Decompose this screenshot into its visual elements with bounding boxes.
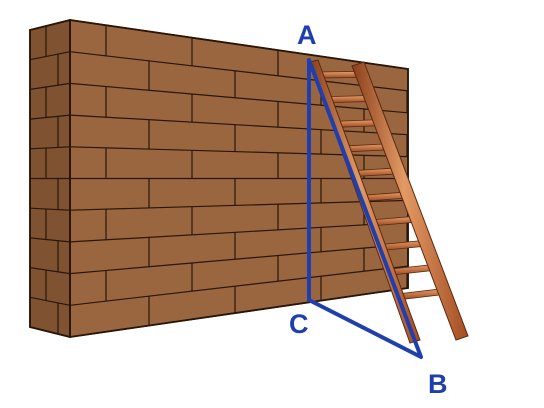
- point-c-label: C: [289, 309, 309, 339]
- ladder-rungs: [318, 71, 445, 301]
- mortar-course: [30, 207, 70, 211]
- triangle-abc: [307, 58, 423, 359]
- mortar-course: [70, 243, 408, 275]
- mortar-course: [70, 51, 408, 92]
- mortar-course: [30, 51, 70, 61]
- point-a-label: A: [297, 20, 317, 50]
- mortar-course: [30, 296, 70, 306]
- point-b-label: B: [428, 369, 448, 399]
- mortar-course: [30, 146, 70, 150]
- mortar-course: [30, 114, 70, 120]
- triangle-outline: [307, 58, 423, 359]
- mortar-course: [30, 82, 70, 90]
- side-mortar-lines: [30, 26, 70, 334]
- ladder-rail-right: [351, 61, 469, 341]
- mortar-course: [30, 267, 70, 275]
- mortar-course: [70, 265, 408, 306]
- mortar-course: [70, 114, 408, 136]
- mortar-course: [70, 221, 408, 243]
- mortar-course: [30, 237, 70, 243]
- mortar-course: [70, 199, 408, 211]
- mortar-course: [70, 82, 408, 114]
